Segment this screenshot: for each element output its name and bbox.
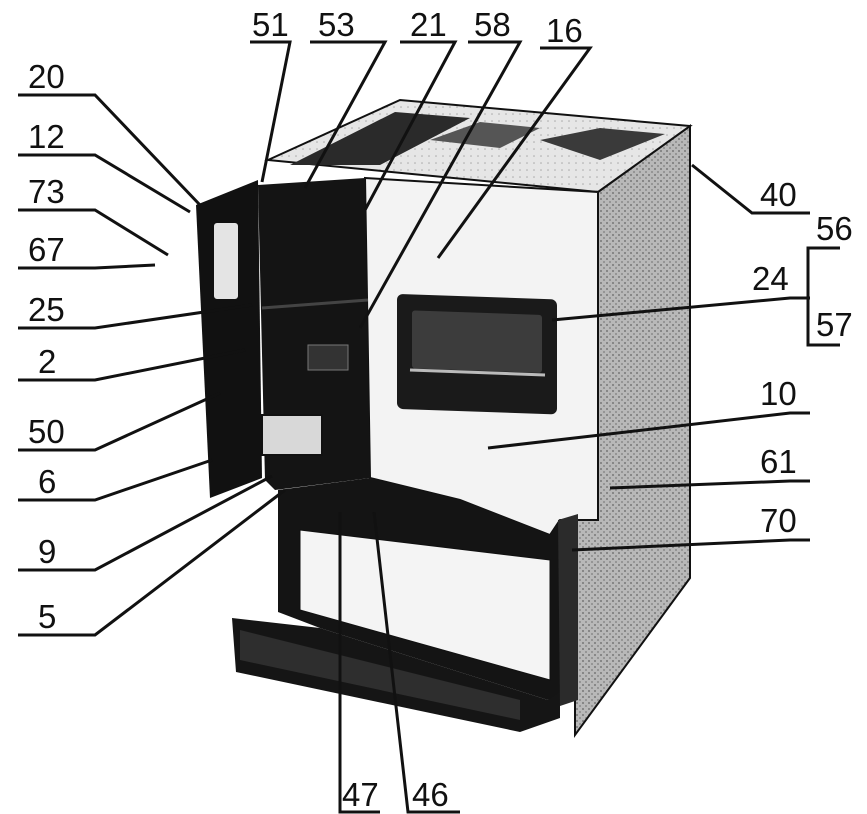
leader-47 (338, 512, 380, 814)
ref-47: 47 (342, 776, 379, 813)
leader-10 (487, 411, 810, 450)
ref-6: 6 (38, 463, 56, 500)
front-edge-strip (558, 514, 578, 706)
reference-numerals: 51 53 21 58 16 20 12 73 67 25 2 50 6 9 5… (28, 6, 853, 813)
leader-2 (18, 348, 246, 382)
leader-61 (609, 479, 810, 490)
leader-24 (551, 296, 810, 322)
top-recess-left (290, 112, 470, 165)
leader-73 (18, 208, 169, 257)
leader-51 (250, 40, 292, 183)
ref-10: 10 (760, 375, 797, 412)
compartment-shelf (261, 298, 369, 310)
leader-12 (18, 153, 191, 214)
leader-25 (18, 303, 253, 330)
door-handle (212, 221, 240, 301)
display-screen (412, 310, 542, 373)
ref-24: 24 (752, 260, 789, 297)
ref-51: 51 (252, 6, 289, 43)
leader-70 (571, 538, 810, 552)
leader-40 (691, 163, 810, 215)
top-recess-right (540, 128, 665, 160)
leader-16 (436, 46, 593, 259)
leader-20 (18, 93, 202, 207)
leader-53 (303, 40, 388, 189)
ref-25: 25 (28, 291, 65, 328)
ref-5: 5 (38, 598, 56, 635)
leader-67 (18, 263, 156, 270)
leader-9 (18, 474, 273, 572)
ref-57: 57 (816, 306, 853, 343)
inner-module (261, 414, 323, 456)
inner-connector (307, 344, 349, 371)
top-recess-center (430, 122, 540, 148)
appliance-body (196, 98, 693, 739)
ref-53: 53 (318, 6, 355, 43)
ref-16: 16 (546, 12, 583, 49)
leader-6 (18, 458, 213, 502)
ref-61: 61 (760, 443, 797, 480)
ref-50: 50 (28, 413, 65, 450)
ref-9: 9 (38, 533, 56, 570)
ref-58: 58 (474, 6, 511, 43)
lower-bay (299, 529, 551, 681)
ref-70: 70 (760, 502, 797, 539)
leader-lines (18, 40, 840, 814)
open-compartment (258, 178, 370, 490)
leader-21 (363, 40, 458, 211)
display-sill (409, 368, 546, 377)
drawer-tray-face (240, 630, 520, 720)
ref-12: 12 (28, 118, 65, 155)
ref-2: 2 (38, 343, 56, 380)
ref-67: 67 (28, 231, 65, 268)
leader-5 (18, 488, 286, 637)
leader-58 (358, 40, 523, 329)
ref-73: 73 (28, 173, 65, 210)
ref-21: 21 (410, 6, 447, 43)
bracket-56-57 (806, 246, 840, 347)
leader-46 (372, 511, 460, 814)
ref-20: 20 (28, 58, 65, 95)
ref-40: 40 (760, 176, 797, 213)
ref-46: 46 (412, 776, 449, 813)
leader-50 (18, 391, 221, 452)
ref-56: 56 (816, 210, 853, 247)
